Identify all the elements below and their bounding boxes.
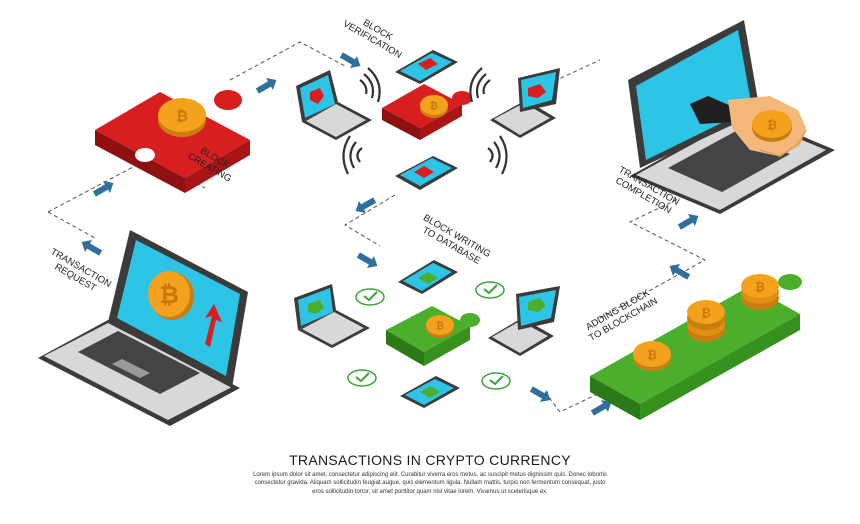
arrow-icon — [81, 239, 103, 256]
coin-symbol: ₿ — [647, 348, 657, 362]
coin-symbol: ₿ — [701, 306, 711, 320]
flow-arrows — [81, 52, 699, 416]
arrow-icon — [92, 180, 114, 197]
arrow-icon — [339, 52, 361, 69]
transaction-request-laptop: ₿ — [38, 230, 248, 426]
bitcoin-coin-icon: ₿ — [148, 271, 194, 320]
writing-cluster: ₿ — [294, 260, 560, 408]
transaction-completion-laptop: ₿ — [628, 20, 835, 214]
coin-symbol: ₿ — [430, 100, 438, 112]
bitcoin-coin-icon: ₿ — [158, 98, 206, 137]
coin-symbol: ₿ — [767, 118, 777, 132]
coin-symbol: ₿ — [176, 108, 188, 125]
block-creating-puzzle: ₿ — [95, 90, 250, 193]
blockchain-puzzles: ₿ ₿ ₿ — [590, 274, 802, 420]
coin-symbol: ₿ — [755, 280, 765, 294]
check-icon — [347, 369, 377, 387]
coin-symbol: ₿ — [436, 320, 444, 332]
check-icon — [475, 281, 505, 299]
arrow-icon — [356, 252, 378, 269]
coin-symbol: ₿ — [159, 282, 179, 309]
bitcoin-coin-icon: ₿ — [752, 110, 792, 142]
arrow-icon — [669, 263, 691, 280]
infographic-title: TRANSACTIONS IN CRYPTO CURRENCY — [289, 452, 571, 468]
up-arrow-icon — [205, 304, 222, 347]
arrow-icon — [255, 77, 277, 94]
arrow-icon — [529, 386, 551, 403]
arrow-icon — [355, 197, 377, 214]
bitcoin-coin-stack: ₿ — [741, 274, 779, 310]
arrow-icon — [677, 213, 699, 230]
arrow-icon — [590, 399, 612, 416]
check-icon — [481, 372, 511, 390]
verification-cluster: ₿ — [296, 50, 560, 190]
bitcoin-coin-stack: ₿ — [687, 300, 725, 342]
check-icon — [355, 288, 385, 306]
bitcoin-coin-icon: ₿ — [420, 95, 448, 118]
infographic-body-text: Lorem ipsum dolor sit amet, consectetur … — [253, 472, 607, 495]
bitcoin-coin-icon: ₿ — [426, 315, 454, 338]
bitcoin-coin-icon: ₿ — [633, 341, 671, 371]
